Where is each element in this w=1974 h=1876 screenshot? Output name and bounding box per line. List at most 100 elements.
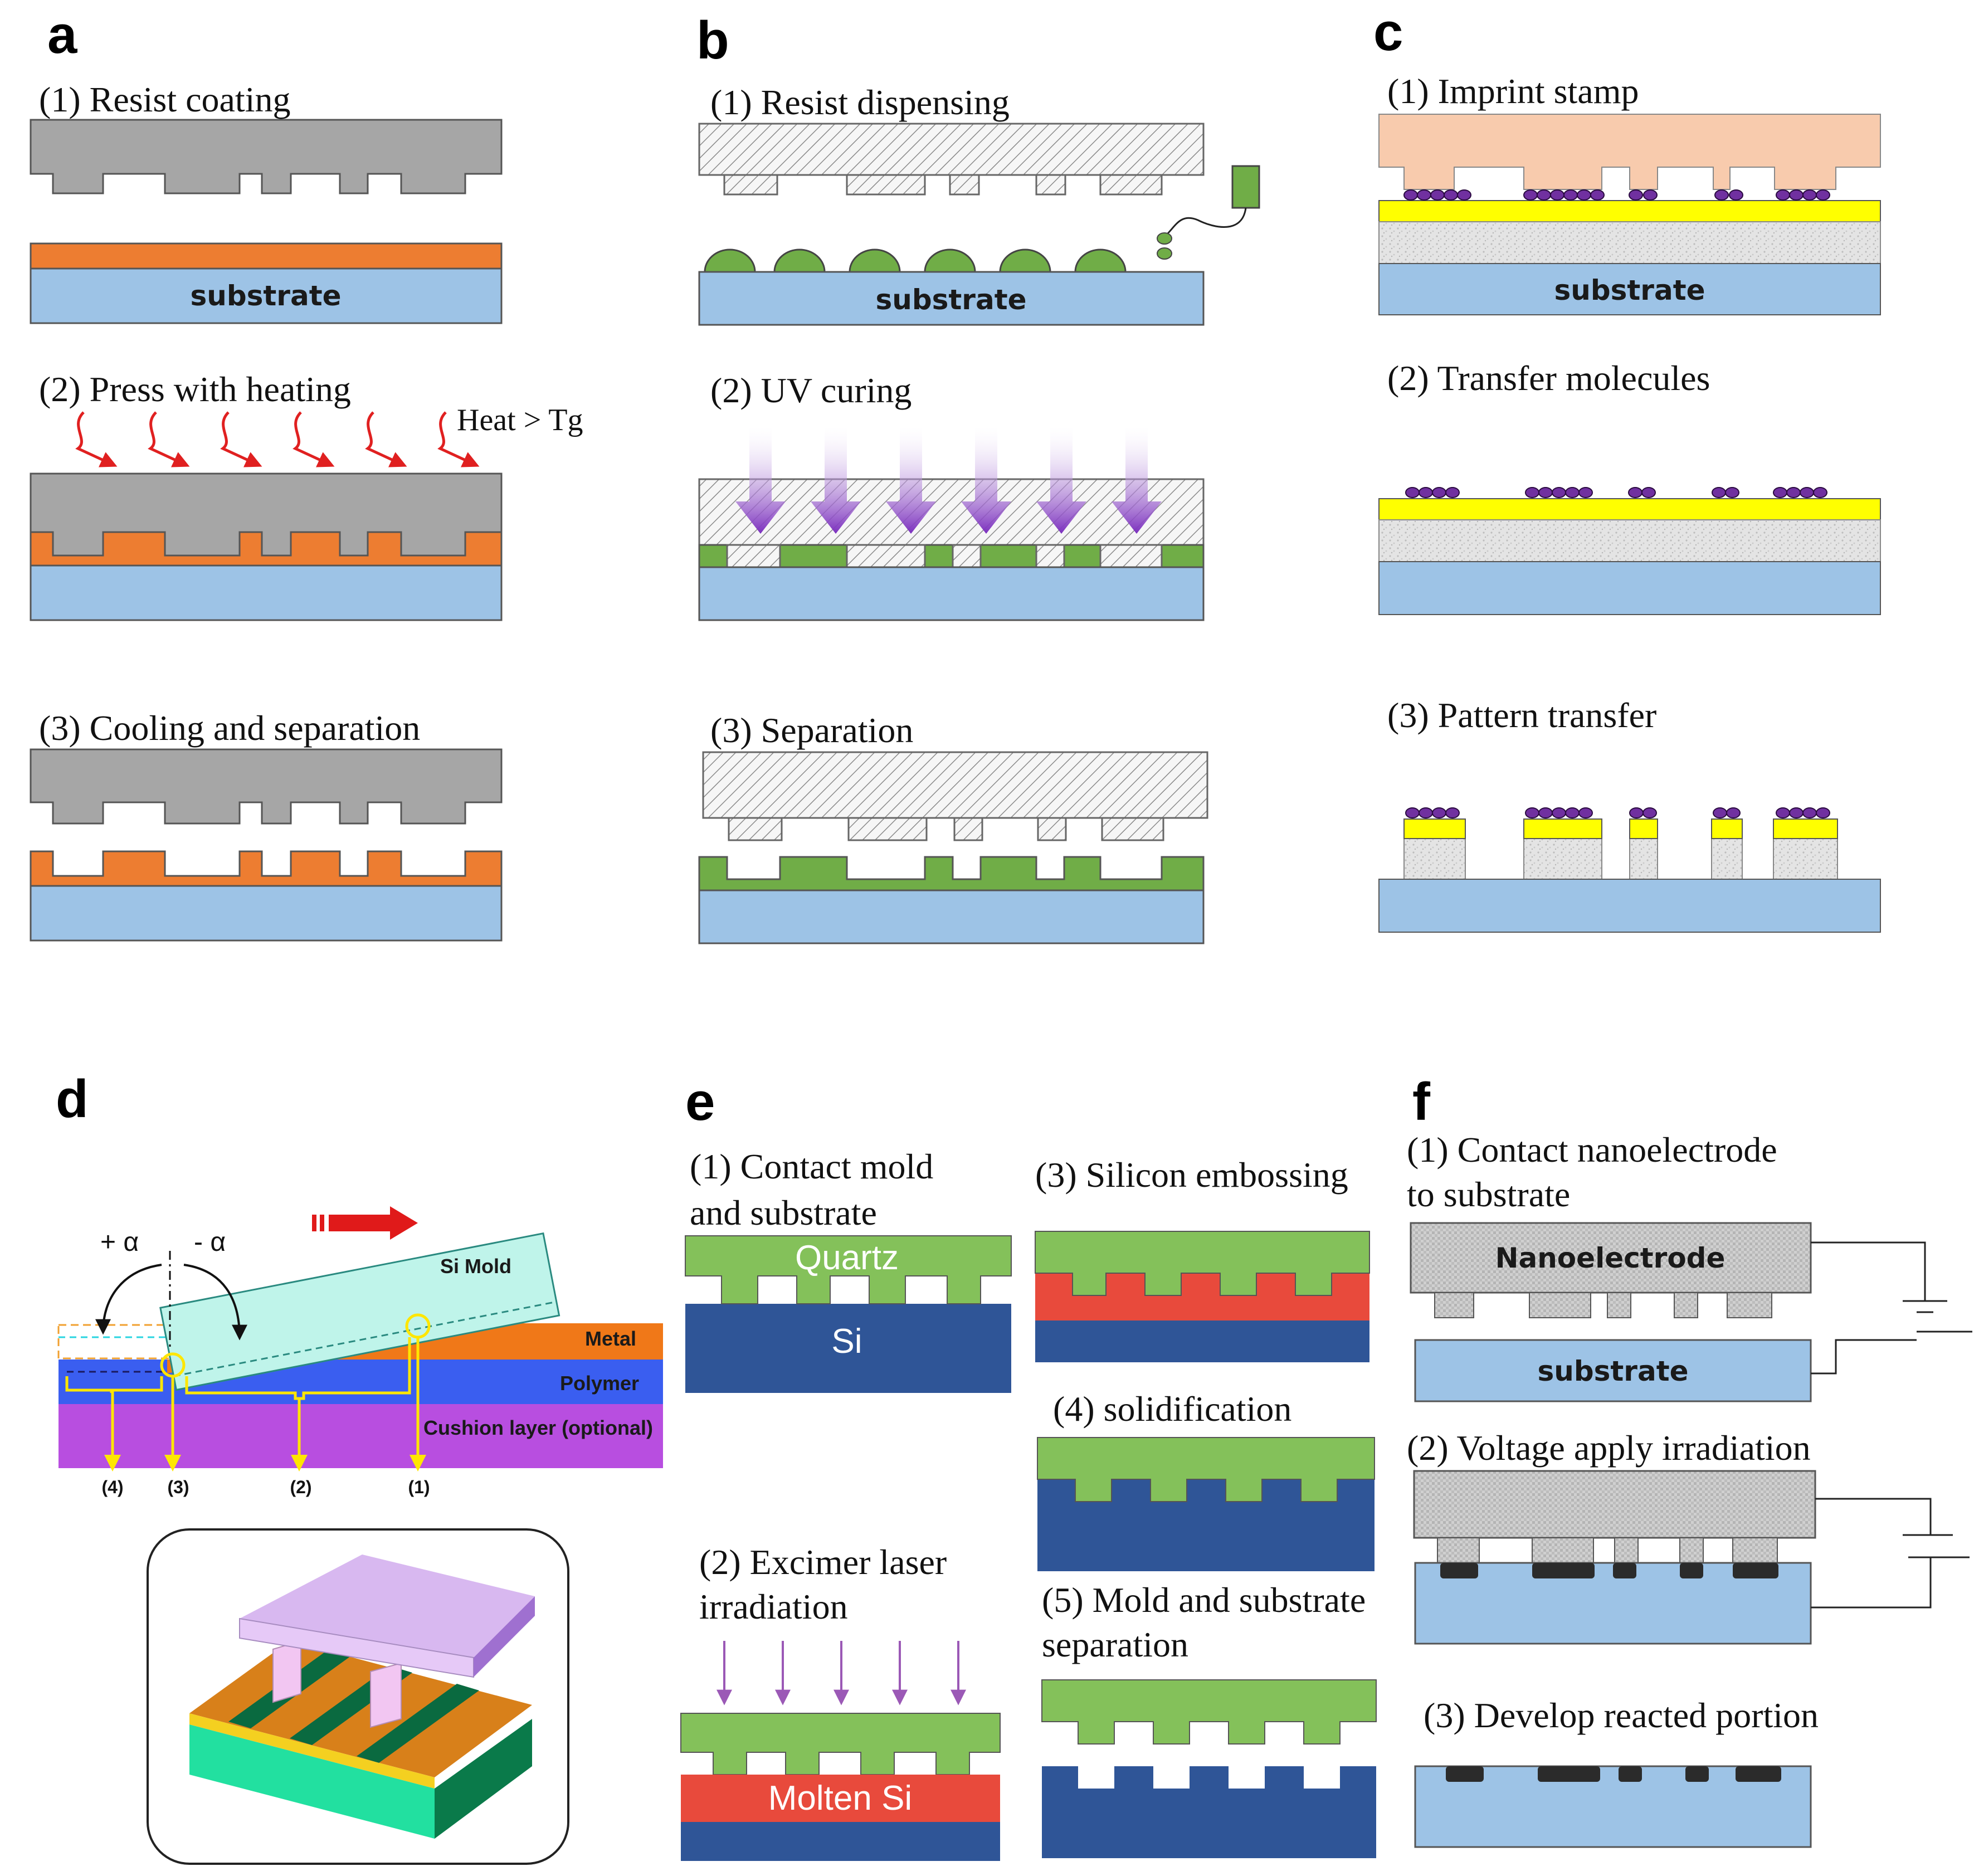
pillar-gold [1711,818,1743,839]
resist-droplet [1074,248,1127,273]
angle-arrow-right [183,1264,247,1341]
pillar-speckle [1403,838,1466,880]
panel-e-step-2: (2) Excimer laser irradiation Molten Si [680,1542,1001,1861]
si-substrate [1035,1320,1369,1362]
panel-e-step-3: (3) Silicon embossing [1035,1155,1370,1362]
electrode-tip [1529,1292,1591,1318]
resist-drop [1157,247,1172,260]
molecule [1405,807,1420,818]
pillar-gold [1773,818,1838,839]
step-label: (3) Separation [710,710,913,750]
molecule [1776,807,1790,818]
3d-illustration [147,1528,569,1865]
electrode-tip [1727,1292,1772,1318]
molten-si [681,1775,1000,1822]
molecule [1578,487,1593,498]
resist-droplet [773,248,826,273]
molecule [1432,487,1446,498]
pillar-gold [1523,818,1602,839]
step-label: (2) Press with heating [39,369,351,409]
nanoelectrode [1413,1470,1816,1539]
molecule [1525,807,1539,818]
molecule [1550,189,1564,201]
molecule [1786,487,1801,498]
mold-feature [723,174,778,196]
stamp-post [272,1640,301,1703]
molecule [1405,487,1420,498]
step-label: (1) Contact mold [690,1147,933,1186]
substrate [698,566,1205,621]
mold-feature [1099,544,1163,568]
panel-e-step-4: (4) solidification [1037,1389,1375,1571]
heat-arrow [75,411,118,467]
step-label: (4) solidification [1053,1389,1291,1429]
mold-feature [949,174,980,196]
molecule [1641,487,1656,498]
gold-layer [1378,200,1881,222]
electrode-tip [1434,1292,1474,1318]
molecule [1726,807,1741,818]
circuit-wire [1811,1241,1926,1301]
resist-droplet [849,248,901,273]
molecule [1802,807,1817,818]
resist-droplet [704,248,756,273]
molecule [1816,189,1830,201]
uv-arrow [1036,426,1086,534]
molecule [1725,487,1739,498]
molecule [1643,189,1658,201]
step-label: (3) Pattern transfer [1387,695,1656,735]
panel-a-step-3: (3) Cooling and separation [30,708,503,942]
reacted-spot [1736,1766,1781,1782]
mold-feature [726,544,781,568]
heat-arrow [365,411,407,467]
molecule [1577,189,1591,201]
molecule [1419,487,1433,498]
circuit-wire [1811,1557,1932,1609]
quartz-mold [680,1713,1001,1775]
molecule [1773,487,1787,498]
mold-feature [728,817,783,841]
region-bracket [65,1376,163,1393]
mold-feature [847,817,928,841]
mold-feature [846,544,926,568]
resist-droplet [924,248,976,273]
circuit [1811,1498,1970,1609]
mold-feature [1099,174,1163,196]
molecule [1714,189,1729,201]
panel-a-step-2: (2) Press with heating Heat > Tg [30,369,583,621]
molecule [1563,189,1578,201]
pillar-gold [1403,818,1466,839]
speckle-layer [1378,519,1881,562]
step-label: (5) Mold and substrate [1042,1580,1366,1620]
marker-label: (1) [408,1477,430,1497]
uv-arrow [735,426,786,534]
molecule [1538,807,1553,818]
patterned-si [1042,1766,1376,1858]
molecule [1578,807,1593,818]
thermal-mold [30,119,503,194]
panel-f-step-1: (1) Contact nanoelectrode to substrate N… [1407,1130,1972,1402]
panel-b-step-3: (3) Separation [698,710,1208,944]
step-label: (3) Cooling and separation [39,708,420,748]
si-substrate [681,1822,1000,1861]
reacted-spot [1619,1766,1642,1782]
panel-c-step-1: (1) Imprint stamp substrate [1378,71,1881,315]
molecule [1789,807,1804,818]
heat-arrow [293,411,335,467]
mold-feature [846,174,926,196]
step-label: (2) Transfer molecules [1387,358,1710,398]
angle-arrow-left [95,1264,162,1335]
dispenser-tube [1166,207,1247,235]
molecule [1432,807,1446,818]
uv-mold [698,478,1205,546]
si-substrate [685,1304,1011,1393]
mold-feature [952,544,982,568]
molecule [1419,807,1433,818]
molecule [1629,807,1644,818]
pillar-speckle [1629,838,1658,880]
panel-label-b: b [696,11,729,70]
step-label: (3) Silicon embossing [1035,1155,1348,1195]
molecule [1628,487,1642,498]
layer-label-metal: Metal [585,1327,636,1350]
panel-b: b (1) Resist dispensing [696,11,1260,944]
